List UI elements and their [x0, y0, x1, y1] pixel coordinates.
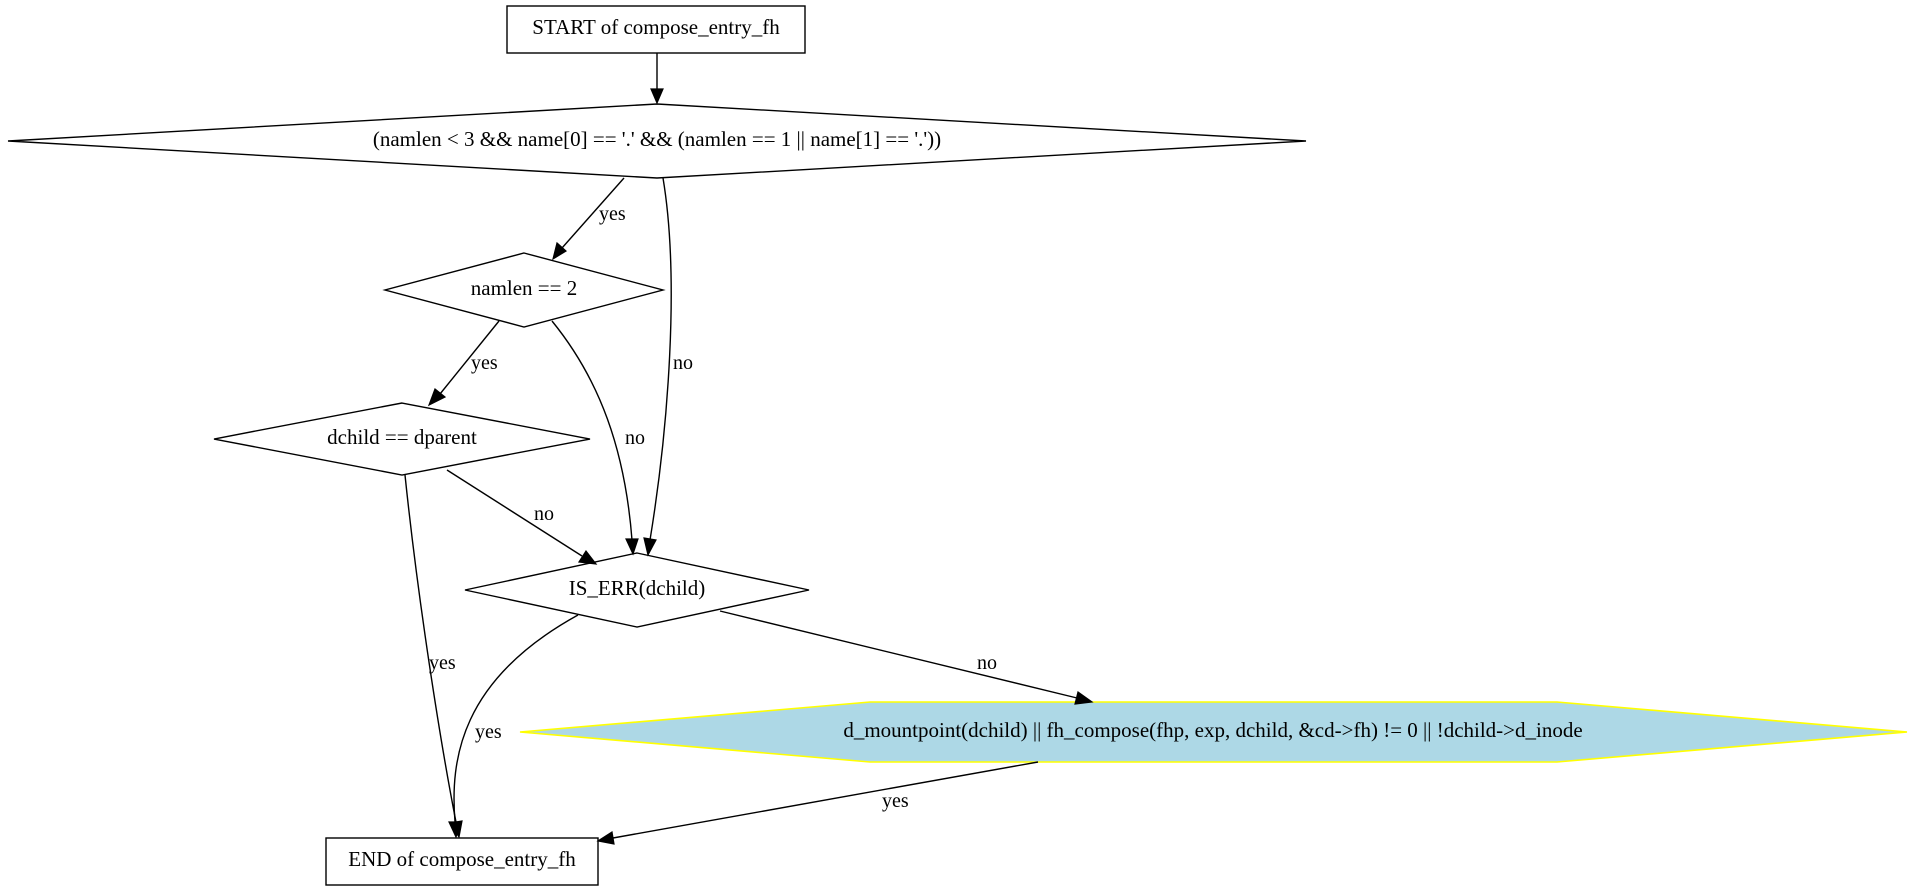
- edge-start-to-dot-check: [650, 53, 664, 105]
- start-node: START of compose_entry_fh: [506, 5, 806, 54]
- edge-namlen-2-yes-label: yes: [471, 352, 498, 374]
- edge-dchild-dparent-yes: yes: [404, 474, 463, 839]
- edge-dchild-dparent-no-label: no: [534, 503, 554, 525]
- decision-mountpoint-label: d_mountpoint(dchild) || fh_compose(fhp, …: [843, 718, 1582, 742]
- decision-is-err: IS_ERR(dchild): [464, 552, 810, 628]
- edge-mountpoint-yes-label: yes: [882, 790, 909, 812]
- edge-is-err-no: no: [719, 610, 1094, 705]
- edge-is-err-no-label: no: [977, 652, 997, 674]
- decision-dot-check-label: (namlen < 3 && name[0] == '.' && (namlen…: [373, 127, 941, 151]
- edge-dot-check-yes: yes: [552, 177, 626, 261]
- end-node: END of compose_entry_fh: [325, 837, 599, 886]
- decision-mountpoint: d_mountpoint(dchild) || fh_compose(fhp, …: [519, 701, 1908, 763]
- edge-dchild-dparent-yes-label: yes: [429, 652, 456, 674]
- decision-dot-check: (namlen < 3 && name[0] == '.' && (namlen…: [7, 103, 1307, 179]
- edge-namlen-2-yes: yes: [427, 320, 500, 407]
- start-node-label: START of compose_entry_fh: [532, 15, 780, 39]
- decision-dchild-dparent: dchild == dparent: [213, 402, 591, 476]
- end-node-label: END of compose_entry_fh: [348, 847, 576, 871]
- edge-dot-check-no: no: [643, 177, 693, 557]
- edge-is-err-yes-label: yes: [475, 721, 502, 743]
- decision-namlen-2: namlen == 2: [382, 252, 666, 328]
- edge-dot-check-yes-label: yes: [599, 203, 626, 225]
- edge-namlen-2-no-label: no: [625, 427, 645, 449]
- decision-dchild-dparent-label: dchild == dparent: [327, 425, 477, 449]
- edge-dot-check-no-label: no: [673, 352, 693, 374]
- decision-namlen-2-label: namlen == 2: [471, 276, 578, 300]
- edge-mountpoint-yes: yes: [596, 761, 1039, 845]
- edge-namlen-2-no: no: [551, 320, 645, 556]
- decision-is-err-label: IS_ERR(dchild): [569, 576, 706, 600]
- edge-is-err-yes: yes: [448, 614, 579, 839]
- edge-dchild-dparent-no: no: [446, 469, 598, 565]
